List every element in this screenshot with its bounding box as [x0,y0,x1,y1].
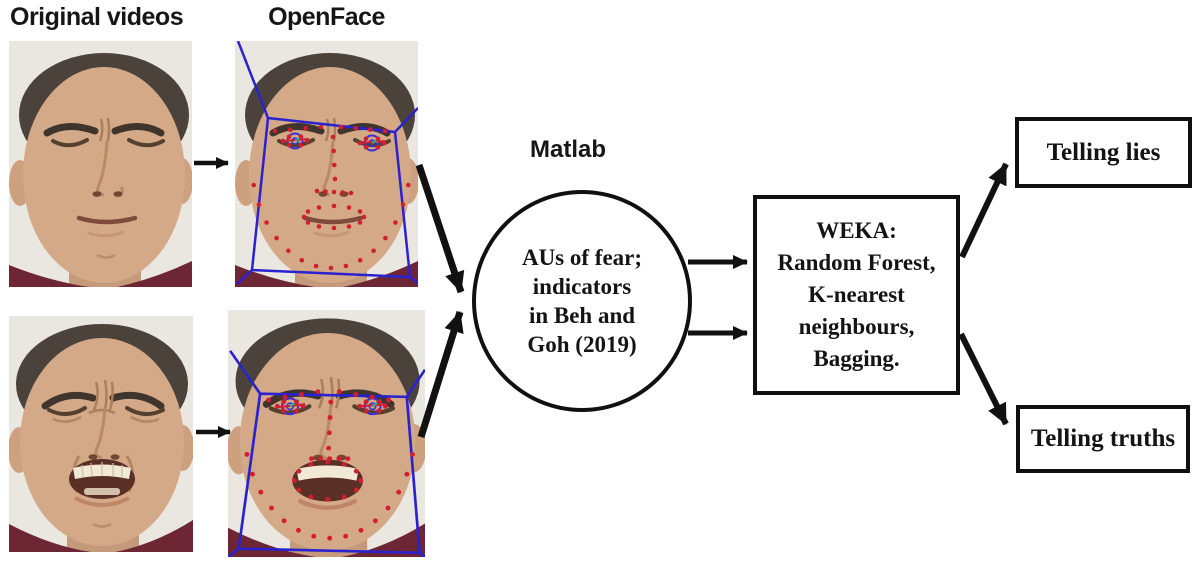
eye-gaze-markers [277,397,387,416]
column-label-openface: OpenFace [268,3,385,31]
arrow-weka-to-truths [958,332,1009,426]
face-eyes-closed-illustration [9,41,192,287]
outcome-telling-truths-box: Telling truths [1016,405,1190,473]
feature-node-line: in Beh and [528,303,636,328]
facial-landmark-dots [251,124,411,271]
classifier-node-line: K-nearest [808,282,905,307]
classifier-node-line: neighbours, [798,314,915,339]
matlab-label: Matlab [529,136,606,163]
facial-landmark-dots [244,389,415,541]
outcome-telling-lies-box: Telling lies [1015,117,1192,188]
face-openface-top-illustration [235,41,418,287]
feature-node-line: AUs of fear; [521,245,643,270]
feature-extraction-node: AUs of fear; indicators in Beh and Goh (… [472,190,692,412]
feature-node-line: Goh (2019) [527,332,637,357]
arrow-openface-bottom-to-matlab [417,310,464,439]
column-label-original-videos: Original videos [10,3,184,31]
photo-openface-top [235,41,418,287]
feature-node-line: indicators [532,274,632,299]
classifier-node-line: Bagging. [813,346,900,371]
outcome-label: Telling lies [1046,138,1161,166]
arrow-weka-to-lies [959,162,1009,259]
face-grimace-illustration [9,316,193,552]
photo-openface-bottom [228,310,425,557]
arrow-openface-top-to-matlab [415,163,465,294]
classifier-node-line: Random Forest, [777,250,936,275]
face-openface-bottom-illustration [228,310,425,557]
weka-classifier-node: WEKA: Random Forest, K-nearest neighbour… [753,195,960,395]
eye-gaze-markers [282,132,386,152]
classifier-node-line: WEKA: [816,218,897,243]
outcome-label: Telling truths [1030,425,1176,452]
photo-original-top [9,41,192,287]
photo-original-bottom [9,316,193,552]
